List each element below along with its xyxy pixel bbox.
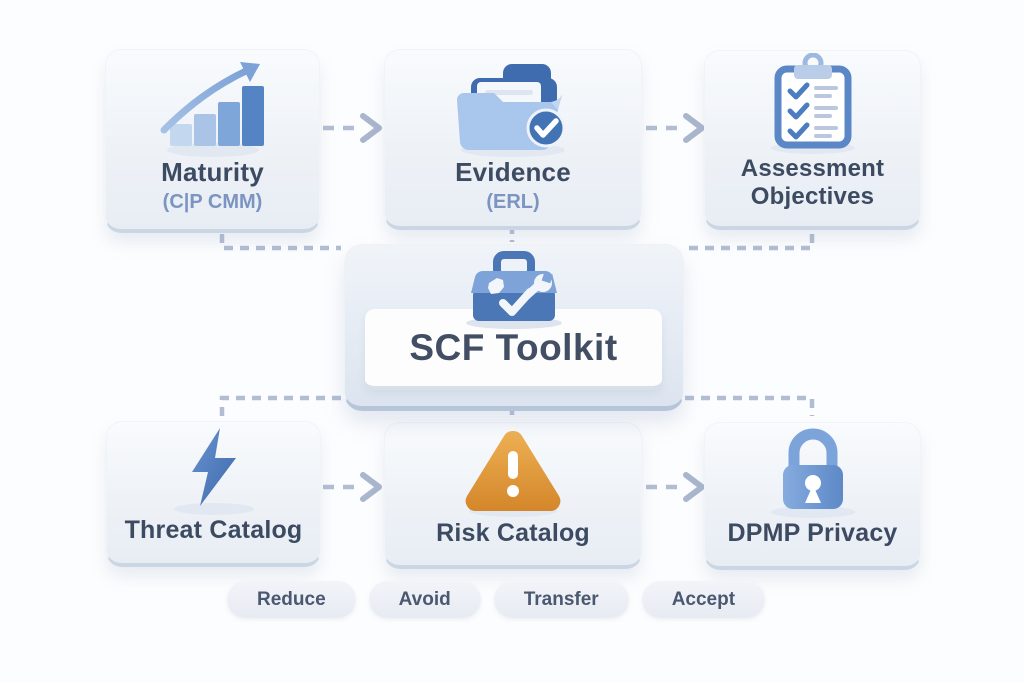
toolbox-icon [455, 251, 573, 334]
growth-chart-icon [152, 50, 274, 158]
card-title: Assessment Objectives [740, 155, 885, 210]
risk-response-pills: Reduce Avoid Transfer Accept [227, 581, 766, 618]
warning-triangle-icon [454, 423, 572, 519]
card-subtitle: (ERL) [486, 190, 540, 213]
arrow-head-right-2 [683, 113, 705, 143]
padlock-icon [763, 423, 863, 519]
assessment-objectives-card: Assessment Objectives [704, 50, 921, 230]
dpmp-privacy-card: DPMP Privacy [704, 422, 921, 570]
arrow-head-right-4 [683, 472, 705, 502]
pill-transfer: Transfer [493, 581, 629, 618]
threat-catalog-card: Threat Catalog [106, 421, 321, 567]
card-title: DPMP Privacy [727, 519, 898, 547]
card-title: Risk Catalog [436, 519, 590, 547]
arrow-head-right-3 [360, 472, 382, 502]
toolkit-title: SCF Toolkit [409, 326, 618, 368]
card-title: Threat Catalog [124, 516, 303, 544]
maturity-card: Maturity (C|P CMM) [105, 49, 320, 233]
lightning-bolt-icon [166, 422, 262, 516]
card-subtitle: (C|P CMM) [162, 190, 263, 213]
pill-accept: Accept [641, 581, 766, 618]
card-title: Evidence [455, 157, 571, 187]
arrow-head-right-1 [360, 113, 382, 143]
card-title: Maturity [161, 157, 264, 187]
risk-catalog-card: Risk Catalog [384, 422, 642, 569]
scf-toolkit-box: SCF Toolkit [344, 244, 684, 411]
connector-toolkit-to-threat [219, 395, 341, 416]
pill-reduce: Reduce [227, 581, 356, 618]
folder-check-icon [433, 50, 593, 158]
connector-toolkit-to-privacy [685, 395, 815, 416]
evidence-card: Evidence (ERL) [384, 49, 642, 230]
connector-maturity-to-toolkit [219, 234, 341, 251]
connector-assessment-to-toolkit [685, 234, 815, 251]
clipboard-checklist-icon [758, 51, 868, 155]
pill-avoid: Avoid [368, 581, 481, 618]
